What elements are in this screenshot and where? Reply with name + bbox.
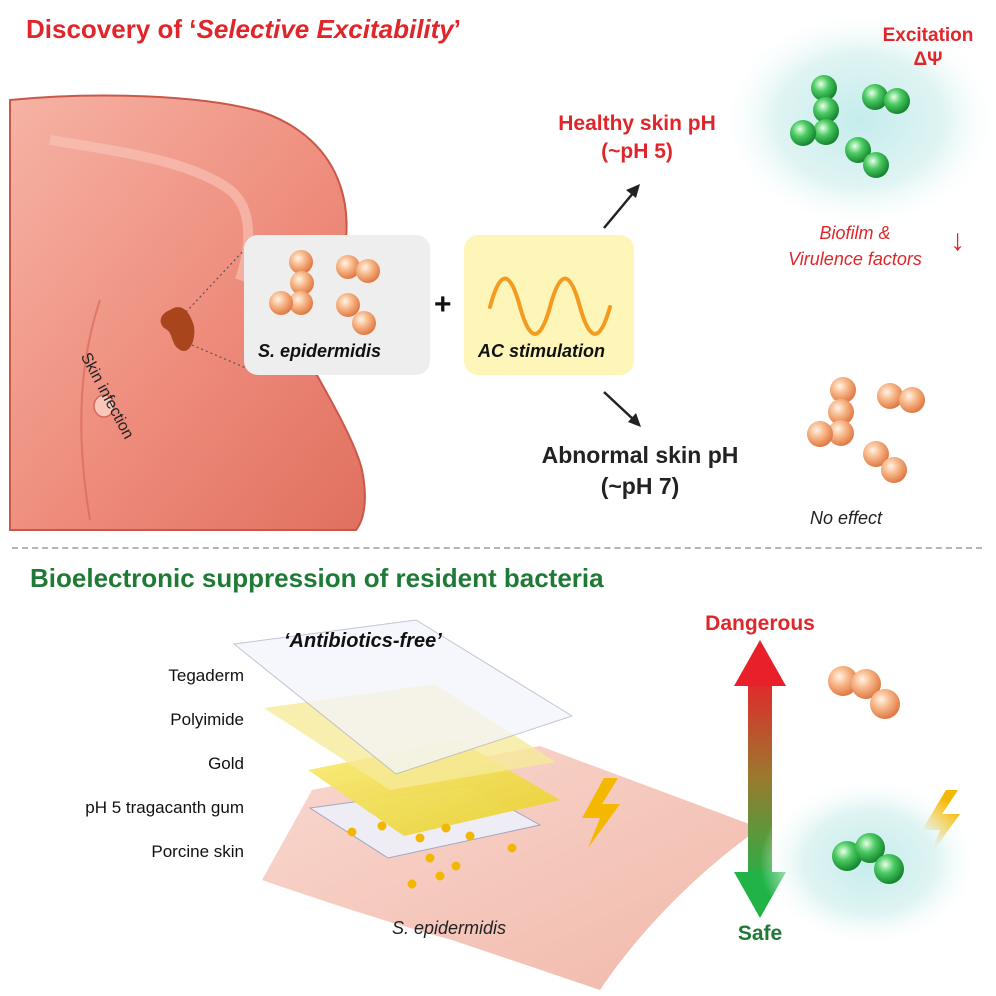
- decrease-arrow-icon: ↓: [950, 224, 965, 257]
- title-prefix: Discovery of ‘: [26, 14, 197, 44]
- page-title: Discovery of ‘Selective Excitability’: [26, 14, 461, 45]
- title-emphasis: Selective Excitability: [196, 14, 454, 44]
- layer-label-polyimide: Polyimide: [170, 710, 244, 729]
- healthy-ph-label: Healthy skin pH (~pH 5): [532, 110, 742, 166]
- device-stack: [232, 619, 760, 990]
- healthy-ph-line2: (~pH 5): [601, 140, 673, 163]
- abnormal-ph-line1: Abnormal skin pH: [541, 442, 739, 468]
- no-effect-label: No effect: [810, 508, 883, 528]
- section-divider: [12, 547, 982, 549]
- safe-bacteria: [760, 776, 980, 948]
- lightning-icon: [582, 778, 620, 848]
- abnormal-ph-line2: (~pH 7): [600, 473, 680, 499]
- title-suffix: ’: [453, 14, 461, 44]
- device-bacteria-label: S. epidermidis: [392, 918, 507, 938]
- excited-bacteria-cluster: [720, 10, 996, 230]
- tegaderm-layer: [232, 619, 574, 775]
- membrane-potential-symbol: ΔΨ: [913, 49, 943, 70]
- biofilm-label: Biofilm & Virulence factors: [760, 220, 950, 272]
- section-title: Bioelectronic suppression of resident ba…: [30, 563, 604, 593]
- ac-wave-icon: [488, 276, 612, 336]
- layer-label-porcine-skin: Porcine skin: [151, 842, 244, 861]
- antibiotics-free-label: ‘Antibiotics-free’: [284, 630, 442, 652]
- bacteria-icon: [269, 250, 380, 335]
- excitation-line1: Excitation: [882, 25, 974, 46]
- dangerous-bacteria: [828, 666, 900, 719]
- stimulus-panel: AC stimulation: [464, 235, 634, 375]
- abnormal-ph-label: Abnormal skin pH (~pH 7): [510, 440, 770, 502]
- safe-label: Safe: [737, 922, 783, 945]
- bacteria-label: S. epidermidis: [258, 341, 382, 361]
- excitation-label: Excitation ΔΨ: [878, 24, 978, 72]
- dangerous-label: Dangerous: [705, 612, 815, 635]
- bacteria-panel: S. epidermidis: [244, 235, 430, 375]
- layer-label-tegaderm: Tegaderm: [168, 666, 244, 685]
- biofilm-line2: Virulence factors: [788, 249, 922, 269]
- infection-patch: [160, 307, 195, 351]
- healthy-ph-line1: Healthy skin pH: [558, 112, 716, 135]
- layer-label-gum: pH 5 tragacanth gum: [85, 798, 244, 817]
- pathway-arrows: [603, 184, 641, 427]
- unaffected-bacteria-cluster: [807, 377, 925, 483]
- biofilm-line1: Biofilm &: [819, 223, 891, 243]
- layer-label-gold: Gold: [208, 754, 244, 773]
- stimulus-label: AC stimulation: [478, 341, 606, 361]
- plus-operator: +: [434, 288, 452, 321]
